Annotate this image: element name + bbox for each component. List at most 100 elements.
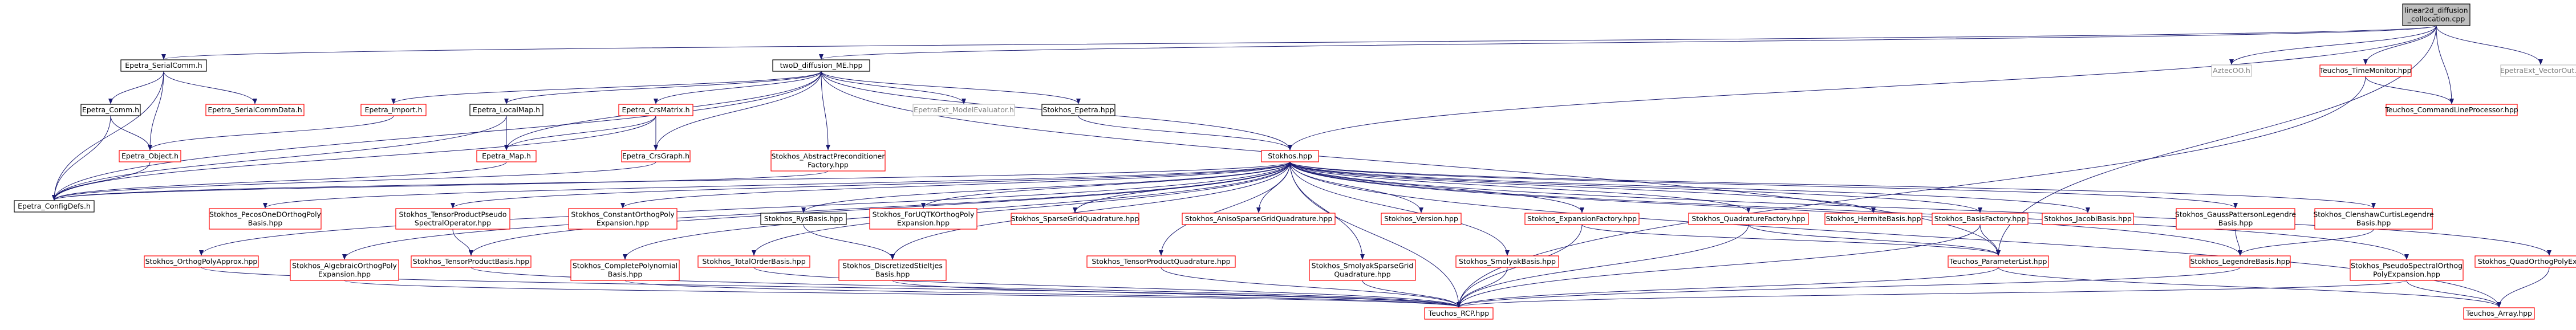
node-import[interactable]: Epetra_Import.h [360, 104, 427, 116]
node-label: Factory.hpp [808, 161, 849, 169]
edge-root-to-stokhos [1288, 25, 2437, 150]
node-label: Epetra_ConfigDefs.h [18, 202, 91, 210]
node-configdefs[interactable]: Epetra_ConfigDefs.h [14, 200, 95, 213]
node-label: Basis.hpp [248, 219, 283, 227]
node-stokhosepetra[interactable]: Stokhos_Epetra.hpp [1041, 104, 1115, 116]
node-box [2386, 104, 2518, 116]
node-legendre[interactable]: Stokhos_LegendreBasis.hpp [2189, 255, 2291, 268]
node-box [1688, 213, 1809, 225]
node-label: Stokhos_ExpansionFactory.hpp [1527, 214, 1637, 223]
node-hermite[interactable]: Stokhos_HermiteBasis.hpp [1824, 213, 1922, 225]
edge-orthogapprox-to-rcp [201, 267, 1461, 308]
node-box [469, 104, 543, 116]
node-tensorbasis[interactable]: Stokhos_TensorProductBasis.hpp [411, 255, 532, 268]
node-label: Stokhos_ClenshawCurtisLegendre [2313, 210, 2434, 219]
node-testme[interactable]: twoD_diffusion_ME.hpp [772, 59, 870, 72]
node-totalorder[interactable]: Stokhos_TotalOrderBasis.hpp [697, 255, 810, 268]
edge-pseudospectral-to-array [2406, 280, 2501, 308]
edge-stokhos-to-tensorpseudo [451, 161, 1291, 209]
node-quadfactory[interactable]: Stokhos_QuadratureFactory.hpp [1688, 213, 1809, 225]
node-label: Epetra_LocalMap.h [473, 105, 540, 114]
edge-stokhos-to-configdefs [52, 161, 1291, 201]
node-orthogapprox[interactable]: Stokhos_OrthogPolyApprox.hpp [144, 255, 259, 268]
node-label: Stokhos_AlgebraicOrthogPoly [292, 262, 397, 270]
node-vectorout: EpetraExt_VectorOut.h [2500, 64, 2576, 77]
node-serialcomm[interactable]: Epetra_SerialComm.h [120, 59, 207, 72]
node-box [2463, 307, 2535, 320]
edge-quadfactory-to-paramlist [1748, 224, 2001, 256]
node-rysbasis[interactable]: Stokhos_RysBasis.hpp [760, 213, 847, 225]
edge-crsmatrix-to-map [504, 115, 656, 150]
node-paramlist[interactable]: Teuchos_ParameterList.hpp [1948, 255, 2049, 268]
node-label: Stokhos_QuadOrthogPolyExpansion.hpp [2478, 257, 2576, 266]
node-sparsegrid[interactable]: Stokhos_SparseGridQuadrature.hpp [1011, 213, 1139, 225]
node-rcp[interactable]: Teuchos_RCP.hpp [1424, 307, 1494, 320]
node-basisfactory[interactable]: Stokhos_BasisFactory.hpp [1932, 213, 2029, 225]
node-jacobi[interactable]: Stokhos_JacobiBasis.hpp [2042, 213, 2134, 225]
node-box [2474, 255, 2576, 268]
edge-testme-to-crsgraph [654, 71, 822, 150]
node-box [2319, 64, 2412, 77]
node-box [1011, 213, 1139, 225]
node-quadorthog[interactable]: Stokhos_QuadOrthogPolyExpansion.hpp [2474, 255, 2576, 268]
node-label: Epetra_SerialComm.h [125, 61, 202, 70]
node-version[interactable]: Stokhos_Version.hpp [1381, 213, 1462, 225]
node-pseudospectral[interactable]: Stokhos_PseudoSpectralOrthogPolyExpansio… [2350, 259, 2464, 281]
edge-serialcomm-to-comm [108, 71, 164, 104]
node-box [1524, 213, 1640, 225]
node-label: Stokhos_PecosOneDOrthogPoly [209, 210, 322, 219]
node-box [80, 104, 141, 116]
node-box [772, 59, 870, 72]
node-serialcommdata[interactable]: Epetra_SerialCommData.h [205, 104, 305, 116]
edge-stokhos-to-pecos [263, 161, 1291, 209]
node-map[interactable]: Epetra_Map.h [476, 150, 537, 162]
node-expfactory[interactable]: Stokhos_ExpansionFactory.hpp [1524, 213, 1640, 225]
node-label: Epetra_CrsGraph.h [622, 152, 689, 160]
edge-paramlist-to-rcp [1457, 267, 1999, 308]
node-box [621, 150, 691, 162]
node-box [1182, 213, 1336, 225]
node-timemonitor[interactable]: Teuchos_TimeMonitor.hpp [2319, 64, 2412, 77]
node-box [770, 150, 886, 172]
node-crsmatrix[interactable]: Epetra_CrsMatrix.h [618, 104, 693, 116]
node-box [2042, 213, 2134, 225]
node-cmdline[interactable]: Teuchos_CommandLineProcessor.hpp [2384, 104, 2518, 116]
node-label: PolyExpansion.hpp [2373, 270, 2440, 279]
node-box [2211, 64, 2252, 77]
node-label: Teuchos_CommandLineProcessor.hpp [2384, 105, 2518, 114]
edge-testme-to-modelevaluator [821, 71, 966, 104]
edge-stokhos-to-jacobi [1289, 161, 2090, 213]
edge-stokhos-to-totalorder [752, 161, 1291, 256]
node-object[interactable]: Epetra_Object.h [119, 150, 181, 162]
node-tensorquad[interactable]: Stokhos_TensorProductQuadrature.hpp [1086, 255, 1236, 268]
edge-localmap-to-configdefs [52, 115, 507, 201]
node-box [1932, 213, 2029, 225]
node-abstractprec[interactable]: Stokhos_AbstractPreconditionerFactory.hp… [770, 150, 886, 172]
node-stokhos[interactable]: Stokhos.hpp [1261, 150, 1319, 162]
node-box [838, 259, 947, 281]
node-smolyakbasis[interactable]: Stokhos_SmolyakBasis.hpp [1455, 255, 1559, 268]
node-box [1824, 213, 1922, 225]
edge-serialcomm-to-object [148, 71, 164, 150]
node-tensorpseudo[interactable]: Stokhos_TensorProductPseudoSpectralOpera… [395, 208, 510, 230]
edge-tensorpseudo-to-tensorbasis [452, 229, 473, 256]
edge-stokhos-to-gausspatterson [1289, 161, 2238, 209]
node-crsgraph[interactable]: Epetra_CrsGraph.h [621, 150, 691, 162]
node-box [1309, 259, 1416, 281]
node-anisosparse[interactable]: Stokhos_AnisoSparseGridQuadrature.hpp [1182, 213, 1336, 225]
node-comm[interactable]: Epetra_Comm.h [80, 104, 141, 116]
node-label: Stokhos_PseudoSpectralOrthog [2351, 262, 2463, 270]
node-array[interactable]: Teuchos_Array.hpp [2463, 307, 2535, 320]
node-box [2176, 208, 2295, 230]
node-root[interactable]: linear2d_diffusion_collocation.cpp [2402, 3, 2470, 26]
node-localmap[interactable]: Epetra_LocalMap.h [469, 104, 543, 116]
